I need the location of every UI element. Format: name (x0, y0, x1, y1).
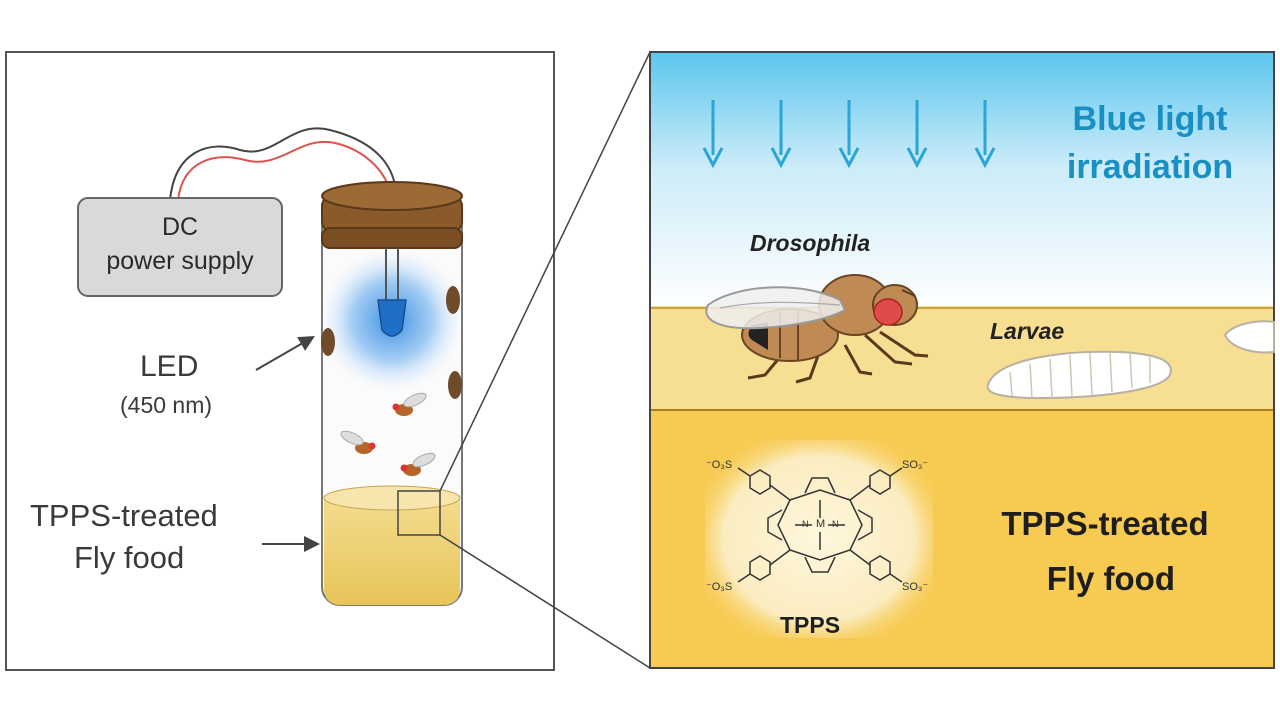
left-food-label-line1: TPPS-treated (30, 498, 218, 533)
light-arrow (702, 100, 724, 169)
power-supply-label: DC power supply (80, 210, 280, 278)
sulfonate-top-left: ⁻O₃S (706, 459, 733, 471)
sky-region (650, 52, 1274, 310)
tpps-molecule-structure (737, 467, 903, 583)
small-fly (340, 430, 376, 454)
right-food-label-line1: TPPS-treated (1001, 505, 1209, 542)
larvae-label: Larvae (990, 318, 1065, 344)
larva-partial (1223, 320, 1275, 354)
power-supply-line1: DC (161, 213, 199, 241)
power-supply-box (77, 197, 283, 297)
left-food-label-line2: Fly food (74, 540, 185, 575)
magnify-region (397, 490, 441, 536)
small-fly (400, 452, 436, 476)
wire-red (177, 140, 389, 201)
light-title-line2: irradiation (1066, 148, 1234, 186)
metal-center: M (816, 518, 826, 530)
zoom-line-bottom (439, 534, 651, 669)
drosophila-label: Drosophila (750, 230, 871, 256)
led-label: LED (140, 350, 199, 383)
small-fly (392, 392, 427, 416)
nitrogen-left: N (802, 519, 809, 529)
cork-lower (321, 227, 463, 249)
led-pointer-arrow (255, 336, 315, 371)
left-panel-frame (5, 51, 555, 671)
nitrogen-right: N (832, 519, 839, 529)
pupa (321, 328, 335, 356)
drosophila-fly (705, 274, 929, 384)
pupa (446, 286, 460, 314)
power-supply-line2: power supply (106, 247, 254, 275)
light-arrow (974, 100, 996, 169)
wire-black (169, 127, 396, 201)
larva-main (986, 350, 1172, 400)
light-arrow (838, 100, 860, 169)
sulfonate-top-right: SO₃⁻ (902, 459, 929, 471)
light-arrow (770, 100, 792, 169)
molecule-background (705, 440, 933, 638)
led-wavelength: (450 nm) (120, 392, 213, 418)
blue-light-arrows (702, 100, 996, 169)
light-arrow (906, 100, 928, 169)
right-food-label-line2: Fly food (1046, 560, 1175, 597)
tpps-caption: TPPS (780, 612, 841, 638)
pupa (448, 371, 462, 399)
led-bulb (377, 299, 407, 337)
sulfonate-bottom-left: ⁻O₃S (706, 581, 733, 593)
zoom-line-top (439, 51, 651, 492)
tube-food-surface (323, 485, 461, 511)
cork-top (321, 181, 463, 211)
tube-fly-food (324, 498, 460, 605)
sulfonate-bottom-right: SO₃⁻ (902, 581, 929, 593)
light-title-line1: Blue light (1072, 100, 1228, 138)
right-panel-frame (649, 51, 1275, 669)
